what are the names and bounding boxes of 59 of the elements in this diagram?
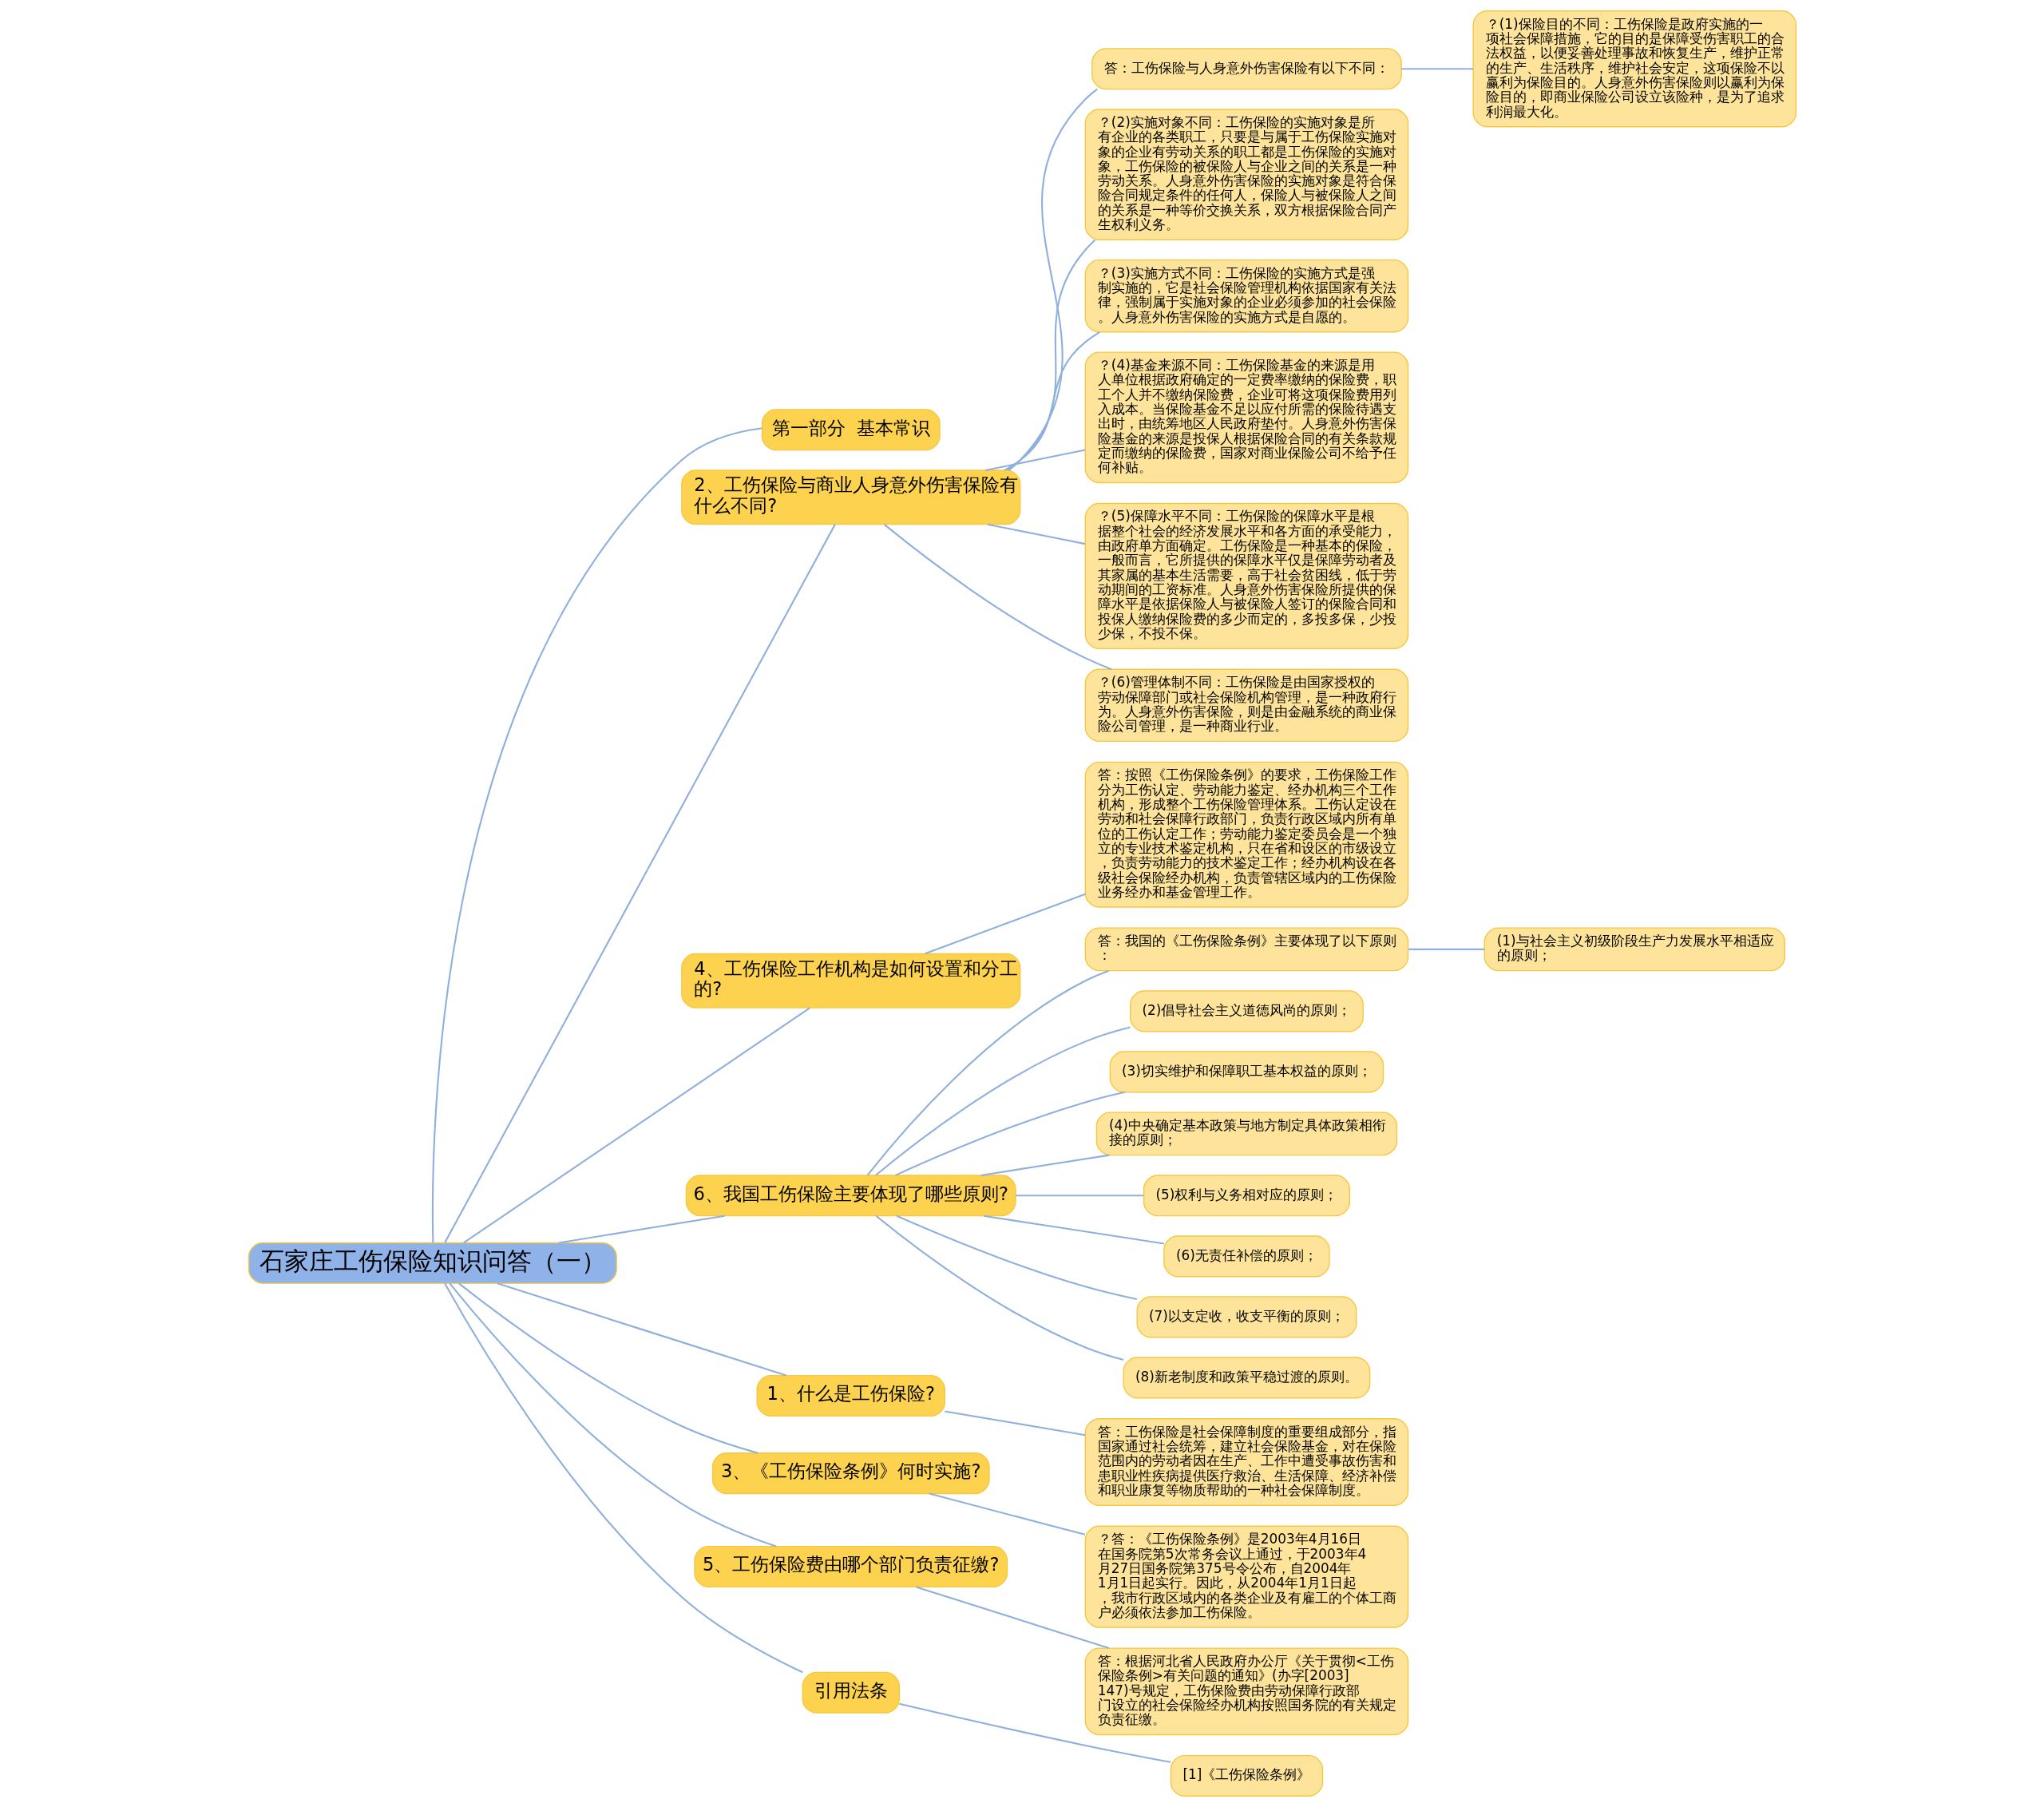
node-box: 答：工伤保险与人身意外伤害保险有以下不同：: [1091, 48, 1402, 90]
node-box: ？(6)管理体制不同：工伤保险是由国家授权的劳动保障部门或社会保险机构管理，是一种政府行为。人身意外伤害保险，则是由金融系统的商业保险公司管理，是一种商业行业。: [1084, 668, 1408, 743]
connector: [431, 427, 763, 1243]
connector: [874, 1026, 1131, 1176]
node-box: (6)无责任补偿的原则；: [1163, 1235, 1330, 1278]
connector: [443, 524, 836, 1243]
node-box: 6、我国工伤保险主要体现了哪些原则?: [685, 1175, 1016, 1217]
connector: [894, 1091, 1125, 1176]
connector: [875, 1215, 1123, 1361]
connector: [1004, 331, 1100, 471]
connector: [883, 524, 1111, 671]
connector: [497, 1282, 786, 1377]
connector: [557, 1215, 725, 1244]
node-box: ？(3)实施方式不同：工伤保险的实施方式是强制实施的，它是社会保险管理机构依据国家有关法律，强制属于实施对象的企业必须参加的社会保险。人身意外伤害保险的实施方式是自愿的。: [1084, 259, 1408, 333]
node-box: 第一部分 基本常识: [761, 409, 941, 451]
connector: [929, 1492, 1085, 1536]
connector: [866, 969, 1109, 1176]
node-box: 5、工伤保险费由哪个部门负责征缴?: [693, 1545, 1008, 1588]
connector: [448, 1282, 776, 1547]
node-box: ？(2)实施对象不同：工伤保险的实施对象是所有企业的各类职工，只要是与属于工伤保险实施对象的企业有劳动关系的职工都是工伤保险的实施对象，工伤保险的被保险人与企业之间的关系是一种劳动关系。人身意外伤害保险的实施对象是符合保险合同规定条件的任何人，保险人与被保险人之间的关系是一种等价交换关系，双方根据保险合同产生权利义务。: [1084, 109, 1408, 240]
node-box: 答：我国的《工伤保险条例》主要体现了以下原则：: [1084, 927, 1408, 972]
connector: [462, 1007, 810, 1244]
connector: [984, 449, 1085, 471]
node-box: 2、工伤保险与商业人身意外伤害保险有什么不同?: [680, 470, 1020, 525]
node-box: (5)权利与义务相对应的原则；: [1143, 1175, 1350, 1217]
connector: [1408, 948, 1484, 950]
connector: [924, 893, 1086, 955]
node-box: [1]《工伤保险条例》: [1170, 1754, 1323, 1797]
node-box: 答：根据河北省人民政府办公厅《关于贯彻<工伤保险条例>有关问题的通知》(办字[2003] 147)号规定，工伤保险费由劳动保障行政部门设立的社会保险经办机构按照国务院的有关规定负责征缴。: [1084, 1647, 1408, 1736]
node-box: (2)倡导社会主义道德风尚的原则；: [1129, 990, 1364, 1032]
connector: [983, 1215, 1164, 1245]
node-box: 答：按照《工伤保险条例》的要求，工伤保险工作分为工伤认定、劳动能力鉴定、经办机构三个工作机构，形成整个工伤保险管理体系。工伤认定设在劳动和社会保障行政部门，负责行政区域内所有单位的工伤认定工作；劳动能力鉴定委员会是一个独立的专业技术鉴定机构，只在省和设区的市级设立，负责劳动能力的技术鉴定工作；经办机构设在各级社会保险经办机构，负责管辖区域内的工伤保险业务经办和基金管理工作。: [1084, 761, 1408, 908]
connector: [1400, 68, 1473, 70]
node-box: ？答：《工伤保险条例》是2003年4月16日在国务院第5次常务会议上通过，于2003年4月27日国务院第375号令公布，自2004年1月1日起实行。因此，从2004年1月1日起，我市行政区域内的各类企业及有雇工的个体工商户必须依法参加工伤保险。: [1084, 1525, 1408, 1628]
connector: [896, 1215, 1137, 1301]
connector: [1008, 88, 1098, 471]
node-box: 3、《工伤保险条例》何时实施?: [711, 1452, 990, 1495]
connector: [987, 523, 1085, 545]
connector: [898, 1702, 1171, 1763]
connector: [443, 1282, 803, 1674]
connector: [1015, 1195, 1143, 1197]
node-box: (8)新老制度和政策平稳过渡的原则。: [1123, 1357, 1370, 1399]
connector: [1006, 239, 1095, 471]
node-box: ？(4)基金来源不同：工伤保险基金的来源是用人单位根据政府确定的一定费率缴纳的保险费，职工个人并不缴纳保险费，企业可将这项保险费用列入成本。当保险基金不足以应付所需的保险待遇支出时，由统筹地区人民政府垫付。人身意外伤害保险基金的来源是投保人根据保险合同的有关条款规定而缴纳的保险费，国家对商业保险公司不给予任何补贴。: [1084, 351, 1408, 484]
connector: [944, 1410, 1085, 1436]
connector: [458, 1282, 759, 1454]
node-box: (4)中央确定基本政策与地方制定具体政策相衔接的原则；: [1095, 1112, 1397, 1156]
node-box: 引用法条: [802, 1671, 900, 1714]
connector: [915, 1586, 1109, 1650]
node-box: 4、工伤保险工作机构是如何设置和分工的?: [680, 953, 1020, 1009]
node-box: (3)切实维护和保障职工基本权益的原则；: [1109, 1051, 1384, 1093]
node-box: 石家庄工伤保险知识问答（一）: [248, 1242, 617, 1284]
node-box: (1)与社会主义初级阶段生产力发展水平相适应的原则；: [1483, 927, 1785, 972]
node-box: 答：工伤保险是社会保障制度的重要组成部分，指国家通过社会统筹，建立社会保险基金，对在保险范围内的劳动者因在生产、工作中遭受事故伤害和患职业性疾病提供医疗救治、生活保障、经济补偿和职业康复等物质帮助的一种社会保障制度。: [1084, 1418, 1408, 1506]
node-box: ？(5)保障水平不同：工伤保险的保障水平是根据整个社会的经济发展水平和各方面的承受能力，由政府单方面确定。工伤保险是一种基本的保险，一般而言，它所提供的保障水平仅是保障劳动者及其家属的基本生活需要，高于社会贫困线，低于劳动期间的工资标准。人身意外伤害保险所提供的保障水平是依据保险人与被保险人签订的保险合同和投保人缴纳保险费的多少而定的，多投多保，少投少保，不投不保。: [1084, 502, 1408, 649]
node-box: 1、什么是工伤保险?: [755, 1374, 945, 1417]
connector: [980, 1154, 1110, 1176]
node-box: ？(1)保险目的不同：工伤保险是政府实施的一项社会保障措施，它的目的是保障受伤害职工的合法权益，以便妥善处理事故和恢复生产，维护正常的生产、生活秩序，维护社会安定，这项保险不以赢利为保险目的。人身意外伤害保险则以赢利为保险目的，即商业保险公司设立该险种，是为了追求利润最大化。: [1472, 10, 1796, 128]
node-box: (7)以支定收，收支平衡的原则；: [1135, 1296, 1357, 1338]
